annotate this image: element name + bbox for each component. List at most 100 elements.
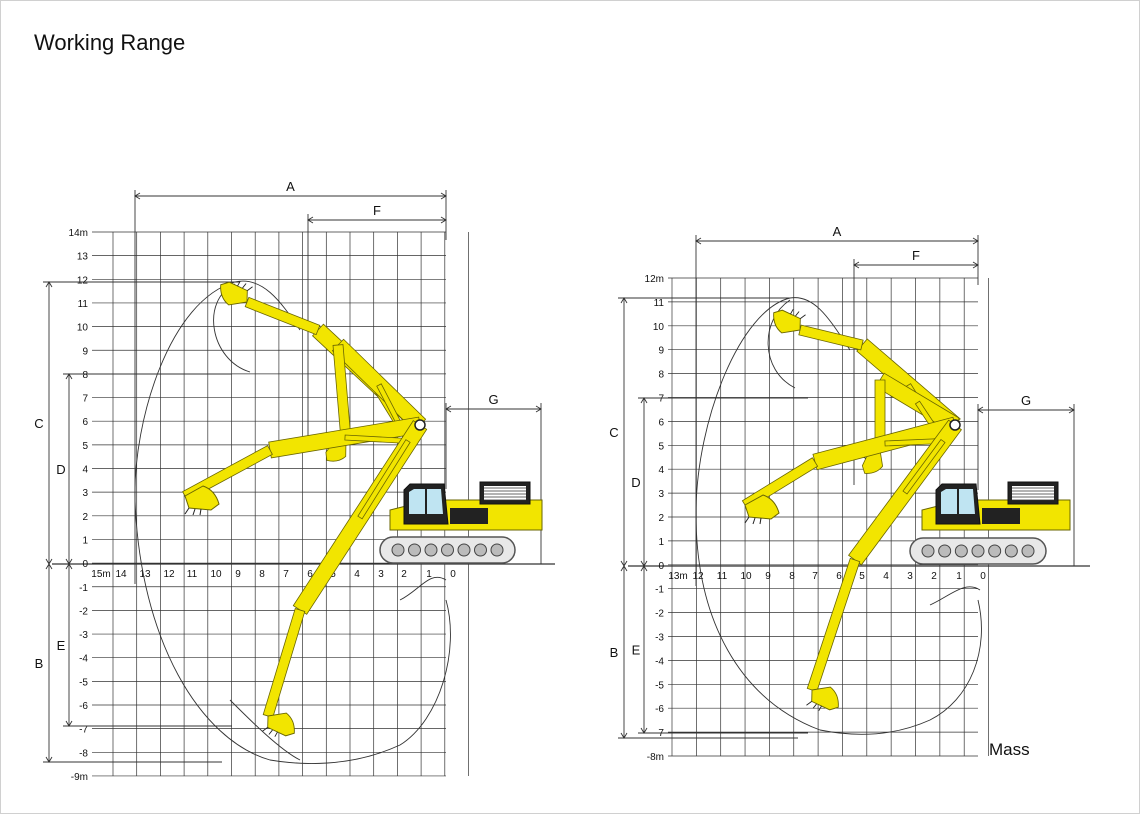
dimension-label-A: A: [833, 224, 842, 239]
y-tick-label: -2: [79, 606, 88, 617]
y-tick-label: 0: [658, 561, 664, 572]
dimension-arrows: [640, 565, 648, 734]
bucket-body: [267, 712, 295, 737]
boom-pivot: [414, 419, 426, 431]
y-tick-label: 8: [82, 370, 88, 381]
y-tick-label: -7: [79, 725, 88, 736]
x-tick-label: 0: [980, 571, 986, 582]
track-roller: [921, 544, 935, 558]
y-tick-label: 11: [78, 299, 89, 310]
mass-label: Mass: [989, 740, 1030, 759]
dimension-label-G: G: [1021, 393, 1031, 408]
side-vent: [450, 508, 488, 524]
bucket: [220, 281, 253, 306]
track-roller: [1021, 544, 1035, 558]
y-tick-label: -5: [655, 680, 664, 691]
dimension-label-C: C: [34, 416, 43, 431]
x-tick-label: 13m: [668, 571, 687, 582]
dimension-arrows: [65, 563, 73, 727]
x-tick-label: 14: [115, 569, 127, 580]
y-tick-label: 7: [82, 394, 88, 405]
y-tick-label: 8: [658, 370, 664, 381]
x-tick-label: 2: [401, 569, 407, 580]
bucket-body: [773, 309, 801, 334]
y-tick-label: -1: [655, 585, 664, 596]
x-tick-label: 10: [210, 569, 222, 580]
bucket: [806, 686, 839, 711]
bucket-teeth: [262, 727, 278, 737]
track-roller: [457, 543, 471, 557]
dimension-arrows: [134, 192, 447, 200]
x-tick-label: 12: [163, 569, 175, 580]
arm: [798, 324, 864, 351]
x-tick-label: 4: [354, 569, 360, 580]
y-tick-label: -6: [655, 704, 664, 715]
bucket-body: [184, 485, 220, 511]
y-tick-label: -5: [79, 677, 88, 688]
boom-arm-pose: [182, 416, 422, 516]
y-tick-label: 9: [658, 346, 664, 357]
boom-cylinder: [902, 438, 946, 495]
track-roller: [490, 543, 504, 557]
dimension-arrows: [445, 405, 542, 413]
y-tick-label: -9m: [71, 772, 88, 783]
x-tick-label: 8: [259, 569, 265, 580]
track-roller: [391, 543, 405, 557]
dimension-arrows: [695, 237, 979, 245]
x-tick-label: 13: [139, 569, 151, 580]
y-tick-label: 6: [658, 417, 664, 428]
y-tick-label: 0: [82, 559, 88, 570]
bucket-teeth: [806, 701, 822, 711]
y-tick-label: 3: [82, 488, 88, 499]
page-title: Working Range: [34, 30, 186, 55]
track-roller: [1004, 544, 1018, 558]
dimension-lines: [43, 190, 542, 763]
y-tick-label: 12m: [645, 274, 664, 285]
y-tick-label: 4: [658, 465, 664, 476]
y-tick-label: 7: [658, 394, 664, 405]
boom-arm-pose: [741, 416, 958, 525]
dimension-label-E: E: [57, 638, 66, 653]
boom-pivot: [949, 419, 961, 431]
bucket: [773, 309, 806, 334]
engine-grille: [1012, 486, 1054, 500]
x-tick-label: 15m: [91, 569, 110, 580]
x-tick-label: 9: [235, 569, 241, 580]
dimension-arrows: [45, 563, 53, 763]
bucket-teeth: [744, 516, 762, 525]
x-tick-label: 6: [836, 571, 842, 582]
x-tick-label: 8: [789, 571, 795, 582]
envelope-outer: [695, 297, 982, 735]
y-tick-label: 12: [77, 275, 89, 286]
x-tick-label: 5: [330, 569, 336, 580]
excavator: [182, 281, 543, 737]
y-tick-label: 2: [658, 513, 664, 524]
y-tick-label: 1: [82, 535, 88, 546]
x-tick-label: 3: [907, 571, 913, 582]
x-tick-label: 0: [450, 569, 456, 580]
x-tick-label: 1: [426, 569, 432, 580]
x-tick-label: 12: [692, 571, 704, 582]
track-roller: [971, 544, 985, 558]
y-tick-label: 5: [82, 441, 88, 452]
track-roller: [474, 543, 487, 557]
track-roller: [441, 543, 454, 557]
dimension-arrows: [307, 216, 447, 224]
x-tick-label: 11: [187, 569, 198, 580]
y-tick-label: 10: [77, 323, 89, 334]
engine-grille: [484, 486, 526, 500]
y-tick-label: 11: [654, 298, 665, 309]
boom-arm-pose: [806, 419, 962, 711]
dimension-label-F: F: [373, 203, 381, 218]
track-roller: [954, 544, 968, 558]
dimension-label-D: D: [631, 475, 640, 490]
dimension-label-D: D: [56, 462, 65, 477]
bucket-body: [811, 686, 839, 711]
dimension-label-E: E: [632, 643, 641, 658]
y-tick-label: 9: [82, 346, 88, 357]
y-tick-label: 4: [82, 465, 88, 476]
x-tick-label: 5: [859, 571, 865, 582]
dimension-label-C: C: [609, 425, 618, 440]
dimension-arrows: [853, 261, 979, 269]
